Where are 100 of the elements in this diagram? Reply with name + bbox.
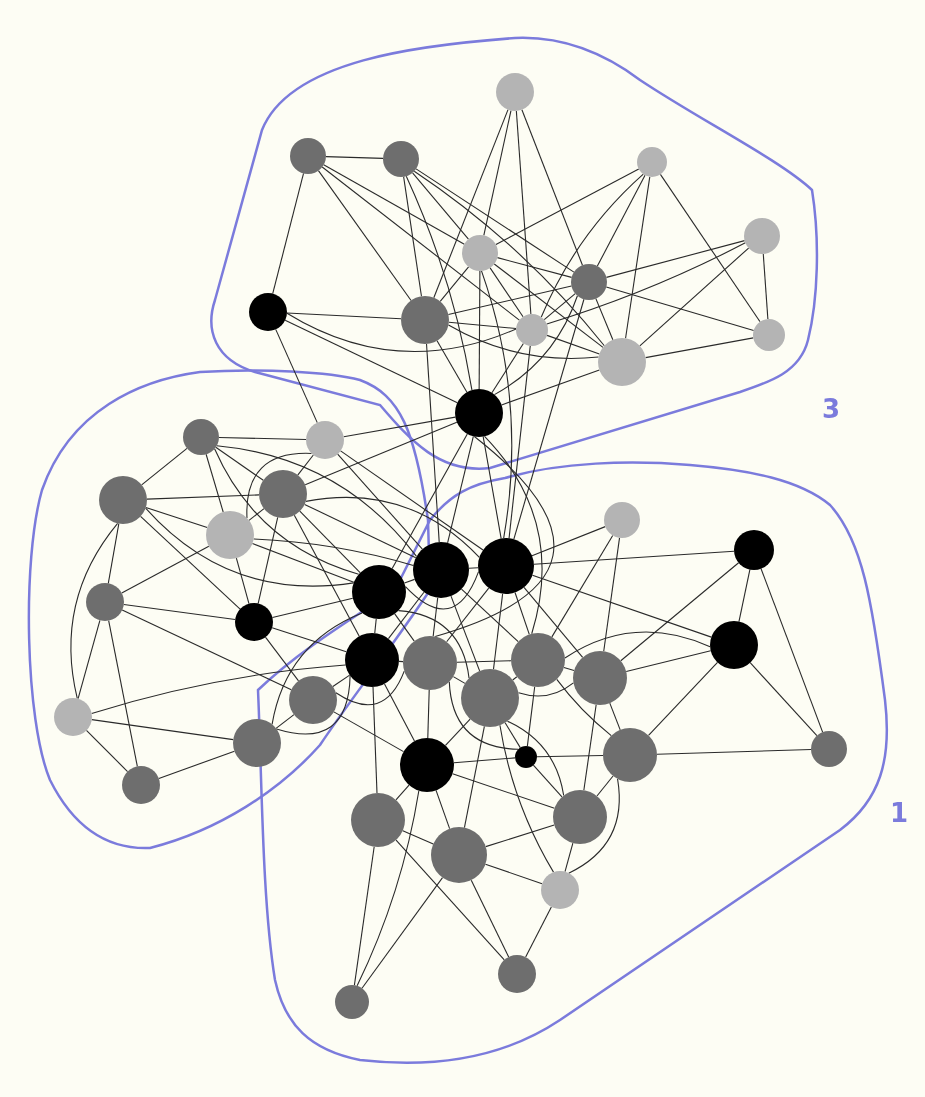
network-edge bbox=[514, 591, 530, 635]
network-edge bbox=[397, 610, 470, 679]
network-edge bbox=[325, 156, 384, 159]
network-edge bbox=[504, 722, 521, 749]
network-edge bbox=[489, 267, 524, 318]
network-edge bbox=[447, 435, 474, 544]
network-node bbox=[541, 871, 579, 909]
network-edge bbox=[353, 846, 375, 986]
network-edge bbox=[374, 618, 377, 634]
network-edge bbox=[484, 863, 543, 885]
network-edge bbox=[321, 166, 520, 321]
network-edge bbox=[531, 574, 712, 638]
network-node bbox=[401, 296, 449, 344]
network-edge bbox=[248, 508, 265, 521]
network-edge bbox=[403, 176, 422, 297]
network-edge bbox=[435, 789, 451, 830]
network-edge bbox=[749, 662, 818, 737]
network-node bbox=[710, 621, 758, 669]
network-node bbox=[637, 147, 667, 177]
network-edge bbox=[293, 514, 360, 637]
network-edge bbox=[625, 650, 712, 673]
network-edge bbox=[609, 702, 621, 731]
network-edge bbox=[493, 295, 578, 396]
network-edge bbox=[446, 587, 490, 643]
network-edge bbox=[304, 421, 458, 486]
cluster-number: 3 bbox=[822, 396, 841, 422]
network-node bbox=[259, 470, 307, 518]
network-edge bbox=[483, 110, 512, 236]
network-edge bbox=[525, 906, 552, 958]
network-edge bbox=[596, 775, 614, 797]
network-edge bbox=[456, 660, 512, 663]
network-edge bbox=[205, 453, 224, 513]
network-node bbox=[413, 542, 469, 598]
network-edge bbox=[447, 324, 600, 359]
network-edge bbox=[448, 321, 517, 330]
network-edge bbox=[395, 839, 505, 961]
network-edge bbox=[492, 593, 504, 670]
network-edge bbox=[337, 453, 423, 550]
network-node bbox=[352, 565, 406, 619]
network-edge bbox=[275, 328, 318, 424]
network-edge bbox=[121, 609, 292, 691]
network-node bbox=[122, 766, 160, 804]
network-node bbox=[383, 141, 419, 177]
network-edge bbox=[215, 446, 264, 481]
network-edge bbox=[452, 773, 555, 809]
network-node bbox=[400, 738, 454, 792]
network-edge bbox=[271, 612, 363, 725]
network-edge bbox=[513, 298, 585, 540]
network-edge bbox=[141, 447, 188, 486]
network-edge bbox=[564, 631, 711, 659]
network-edge bbox=[284, 319, 458, 404]
network-edge bbox=[387, 591, 425, 640]
network-edge bbox=[356, 790, 420, 987]
network-edge bbox=[738, 569, 751, 623]
network-node bbox=[183, 419, 219, 455]
network-edge bbox=[512, 676, 518, 681]
network-edge bbox=[433, 109, 509, 299]
network-edge bbox=[77, 619, 101, 700]
network-node bbox=[233, 719, 281, 767]
network-edge bbox=[91, 719, 234, 741]
network-edge bbox=[323, 164, 465, 245]
network-edge bbox=[271, 627, 347, 653]
network-edge bbox=[235, 557, 250, 605]
network-edge bbox=[620, 562, 740, 662]
network-edge bbox=[299, 510, 361, 574]
network-edge bbox=[518, 682, 574, 697]
network-edge bbox=[304, 503, 417, 559]
network-edge bbox=[639, 247, 750, 347]
network-node bbox=[345, 633, 399, 687]
network-node bbox=[351, 793, 405, 847]
network-edge bbox=[108, 620, 138, 767]
network-edge bbox=[145, 507, 355, 587]
network-edge bbox=[453, 757, 516, 764]
network-edge bbox=[317, 170, 412, 301]
network-node bbox=[290, 138, 326, 174]
network-edge bbox=[218, 436, 307, 441]
network-node bbox=[598, 338, 646, 386]
network-edge bbox=[482, 436, 502, 539]
network-edge bbox=[762, 253, 769, 320]
network-edge bbox=[121, 545, 210, 594]
network-edge bbox=[506, 720, 565, 796]
network-edge bbox=[564, 842, 574, 873]
network-edge bbox=[123, 604, 236, 620]
network-edge bbox=[478, 270, 481, 390]
network-edge bbox=[521, 109, 583, 266]
network-node bbox=[744, 218, 780, 254]
network-edge bbox=[583, 704, 597, 791]
network-edge bbox=[496, 257, 573, 278]
network-edge bbox=[499, 724, 555, 873]
network-node bbox=[249, 293, 287, 331]
network-edge bbox=[436, 340, 468, 393]
network-edge bbox=[540, 173, 644, 318]
network-edge bbox=[271, 597, 354, 619]
network-edge bbox=[508, 345, 531, 539]
network-edge bbox=[495, 168, 640, 246]
network-edge bbox=[444, 718, 471, 746]
network-edge bbox=[546, 334, 600, 355]
network-edge bbox=[625, 176, 651, 339]
network-node bbox=[496, 73, 534, 111]
network-edge bbox=[501, 369, 600, 406]
